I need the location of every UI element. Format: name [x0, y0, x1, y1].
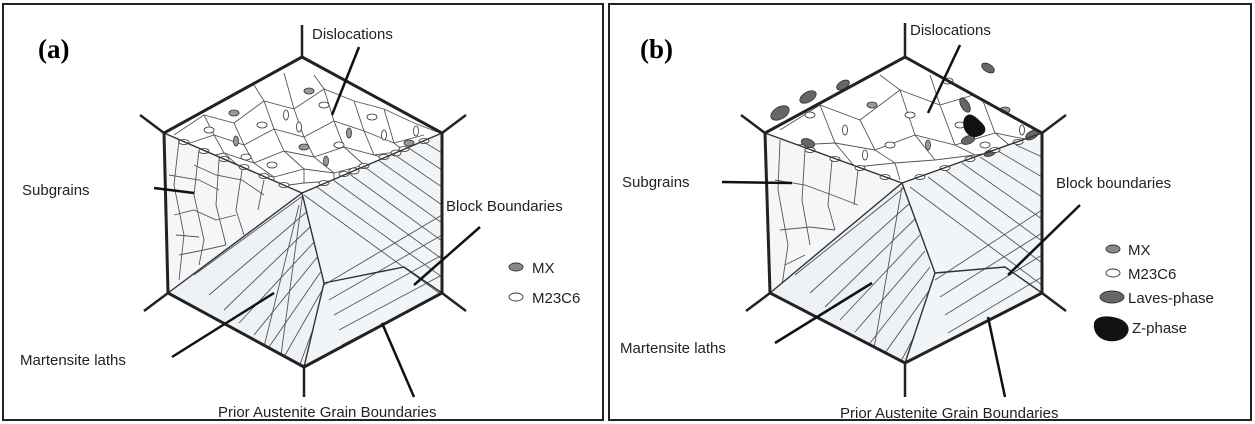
label-pags-b: Prior Austenite Grain Boundaries [840, 405, 1058, 421]
martensite-laths-b [794, 186, 934, 363]
legend-swatch-laves [1099, 290, 1125, 304]
block-region [302, 133, 442, 367]
legend-swatch-m23c6 [1105, 268, 1121, 278]
hexagon-spurs-a [139, 25, 467, 397]
martensite-region [770, 183, 935, 363]
microstructure-diagram-a: (a) Dislocations Subgrains Block Boundar… [20, 25, 580, 421]
panel-label-b: (b) [640, 34, 673, 64]
block-laths-b [909, 144, 1042, 334]
block-laths-a [303, 138, 442, 346]
label-dislocations-b: Dislocations [910, 22, 991, 39]
legend-a: MX M23C6 [508, 260, 580, 307]
block-region [902, 133, 1042, 363]
legend-swatch-z-phase [1093, 316, 1129, 342]
z-phase-particle-b [963, 114, 986, 138]
subgrain-region [164, 133, 302, 293]
label-pags-a: Prior Austenite Grain Boundaries [218, 404, 436, 421]
label-block-boundaries-a: Block Boundaries [446, 198, 563, 215]
subgrain-cells-b [774, 139, 859, 286]
leader-lines-b [721, 44, 1081, 398]
label-subgrains-a: Subgrains [22, 182, 90, 199]
label-martensite-laths-a: Martensite laths [20, 352, 126, 369]
legend-swatch-mx [508, 262, 524, 272]
block-boundaries-a [163, 132, 443, 368]
martensite-laths-a [193, 193, 324, 367]
subgrain-cells-a [168, 139, 265, 281]
label-dislocations-a: Dislocations [312, 26, 393, 43]
label-martensite-laths-b: Martensite laths [620, 340, 726, 357]
label-subgrains-b: Subgrains [622, 174, 690, 191]
panel-label-a: (a) [38, 34, 69, 64]
legend-label-m23c6: M23C6 [1128, 266, 1176, 283]
block-boundaries-b [764, 132, 1043, 364]
label-block-boundaries-b: Block boundaries [1056, 175, 1171, 192]
panel-a: (a) Dislocations Subgrains Block Boundar… [2, 3, 604, 421]
legend-swatch-m23c6 [508, 292, 524, 302]
laves-particles-b [770, 62, 1039, 157]
panel-b: (b) Dislocations Subgrains Block boundar… [608, 3, 1252, 421]
hexagon-spurs-b [740, 23, 1067, 397]
legend-label-mx: MX [532, 260, 555, 277]
legend-label-mx: MX [1128, 242, 1151, 259]
precipitates-b [804, 77, 1025, 161]
legend-swatch-mx [1105, 244, 1121, 254]
legend-label-z-phase: Z-phase [1132, 320, 1187, 337]
subgrain-region [765, 133, 902, 293]
legend-label-laves: Laves-phase [1128, 290, 1214, 307]
leader-lines-a [153, 46, 481, 398]
dislocation-region [164, 57, 442, 193]
microstructure-diagram-b: (b) Dislocations Subgrains Block boundar… [620, 22, 1214, 421]
legend-b: MX M23C6 Laves-phase Z-phase [1093, 242, 1214, 342]
legend-label-m23c6: M23C6 [532, 290, 580, 307]
dislocation-region [765, 57, 1042, 183]
